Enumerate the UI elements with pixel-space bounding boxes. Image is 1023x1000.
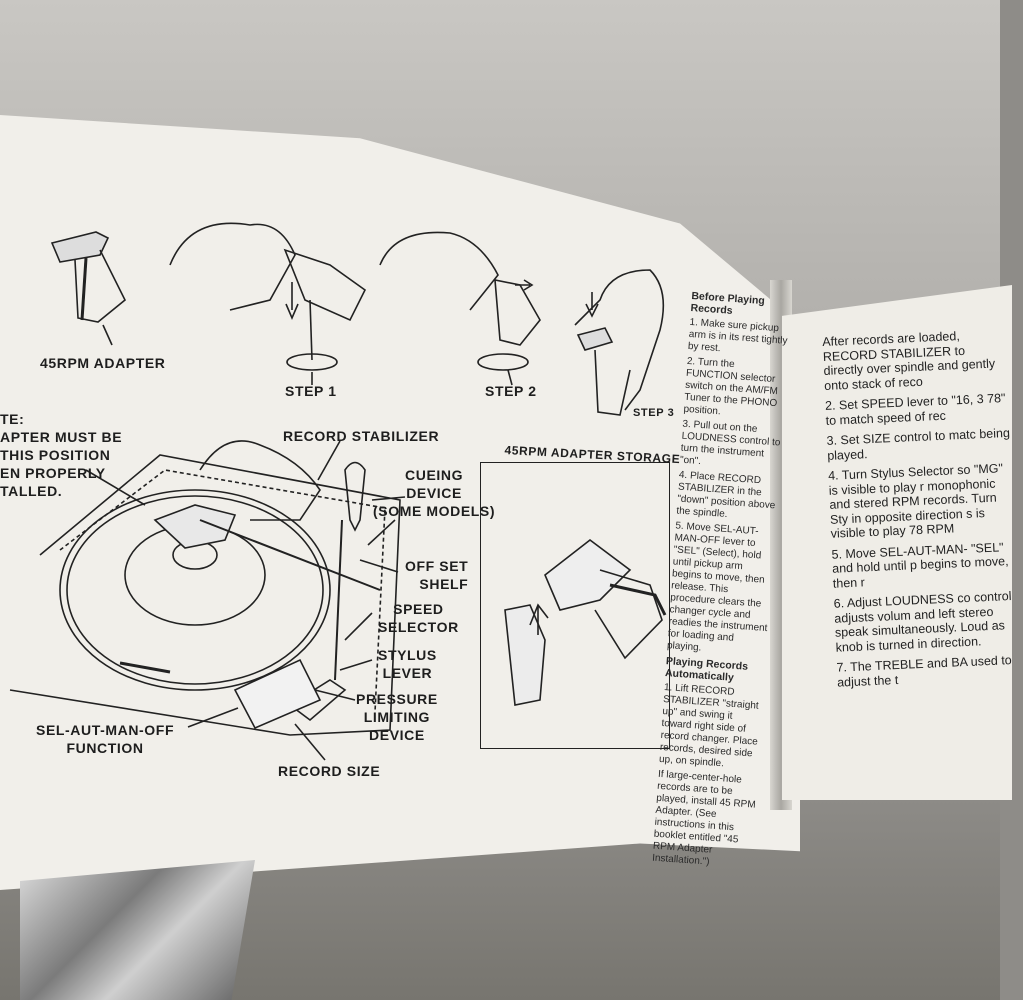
sel-aut-man-off-label: SEL-AUT-MAN-OFF FUNCTION <box>36 721 174 757</box>
step2-figure <box>379 231 541 386</box>
middle-item: 1. Lift RECORD STABILIZER "straight up" … <box>658 682 760 770</box>
adapter-label: 45RPM ADAPTER <box>40 355 166 371</box>
right-item: After records are loaded, RECORD STABILI… <box>822 328 996 393</box>
note-line: TALLED. <box>0 483 63 499</box>
booklet-right-page <box>782 285 1012 800</box>
pressure-line: PRESSURE <box>356 691 438 707</box>
right-item: 7. The TREBLE and BA used to adjust the … <box>836 653 1013 690</box>
pressure-line: DEVICE <box>369 727 425 743</box>
step3-figure <box>574 269 665 416</box>
record-stabilizer-label: RECORD STABILIZER <box>283 428 440 444</box>
label-leaders <box>85 440 406 761</box>
middle-item: 5. Move SEL-AUT-MAN-OFF lever to "SEL" (… <box>666 520 768 654</box>
foil-wrapper <box>20 860 255 1000</box>
note-line: APTER MUST BE <box>0 429 123 445</box>
playing-auto-heading: Playing Records Automatically <box>664 655 749 684</box>
stylus-lever-label: STYLUS LEVER <box>378 646 437 682</box>
step1-figure <box>169 222 367 385</box>
middle-item: 4. Place RECORD STABILIZER in the "down"… <box>676 469 776 521</box>
middle-item: 2. Turn the FUNCTION selector switch on … <box>683 355 779 418</box>
middle-item: If large-center-hole records are to be p… <box>651 768 756 868</box>
storage-drawing <box>504 538 667 706</box>
storage-box <box>480 462 670 749</box>
sel-line: SEL-AUT-MAN-OFF <box>36 722 175 738</box>
speed-selector-label: SPEED SELECTOR <box>378 600 459 636</box>
sel-line: FUNCTION <box>66 740 144 756</box>
cueing-line: CUEING <box>405 467 464 483</box>
speed-line: SELECTOR <box>378 619 459 635</box>
speed-line: SPEED <box>393 601 444 617</box>
adapter-figure <box>50 231 127 346</box>
note-line: EN PROPERLY <box>0 465 106 481</box>
pressure-device-label: PRESSURE LIMITING DEVICE <box>356 690 438 744</box>
right-page-text: After records are loaded, RECORD STABILI… <box>822 327 1023 696</box>
record-size-label: RECORD SIZE <box>278 763 381 779</box>
install-note: TE: APTER MUST BE THIS POSITION EN PROPE… <box>0 410 122 500</box>
middle-item: 1. Make sure pickup arm is in its rest t… <box>687 316 788 355</box>
pressure-line: LIMITING <box>363 709 431 725</box>
note-line: THIS POSITION <box>0 447 111 463</box>
turntable <box>9 440 401 736</box>
cueing-line: DEVICE <box>406 485 462 501</box>
off-set-line: OFF SET <box>405 558 469 574</box>
middle-item: 3. Pull out on the LOUDNESS control to t… <box>679 418 781 468</box>
right-item: 5. Move SEL-AUT-MAN- "SEL" and hold unti… <box>831 539 1009 591</box>
step2-label: STEP 2 <box>485 383 537 399</box>
right-item: 2. Set SPEED lever to "16, 3 78" to matc… <box>824 391 1006 428</box>
cueing-line: (SOME MODELS) <box>373 503 496 519</box>
right-item: 4. Turn Stylus Selector so "MG" is visib… <box>827 461 1004 541</box>
turntable-illustration <box>9 222 667 761</box>
step3-label: STEP 3 <box>633 407 675 419</box>
stylus-line: LEVER <box>382 665 433 681</box>
before-playing-heading: Before Playing Records <box>690 289 766 317</box>
cueing-device-label: CUEING DEVICE (SOME MODELS) <box>373 466 495 520</box>
right-item: 6. Adjust LOUDNESS co control adjusts vo… <box>833 588 1012 655</box>
stylus-line: STYLUS <box>378 647 437 663</box>
right-item: 3. Set SIZE control to matc being played… <box>826 425 1011 463</box>
off-set-line: SHELF <box>419 576 469 592</box>
step1-label: STEP 1 <box>285 383 337 399</box>
note-line: TE: <box>0 411 25 427</box>
off-set-shelf-label: OFF SET SHELF <box>405 557 468 593</box>
